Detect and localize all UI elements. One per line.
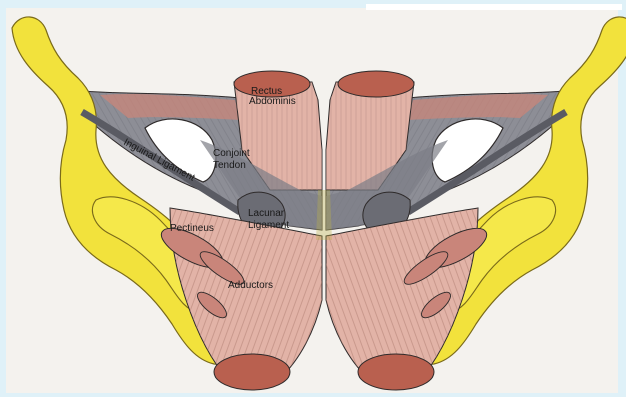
label-rectus-line2: Abdominis [249,96,296,107]
pubic-symphysis [316,190,332,240]
label-adductors: Adductors [228,280,273,291]
right-adductor-cut-surface [358,354,434,390]
label-lacunar-line2: Ligament [248,220,289,231]
label-conjoint-line2: Tendon [213,160,246,171]
label-pectineus: Pectineus [170,223,214,234]
paper-strip [366,4,622,10]
right-rectus-cut-surface [338,71,414,97]
left-adductor-cut-surface [214,354,290,390]
label-conjoint-line1: Conjoint [213,148,250,159]
label-lacunar-line1: Lacunar [248,208,285,219]
